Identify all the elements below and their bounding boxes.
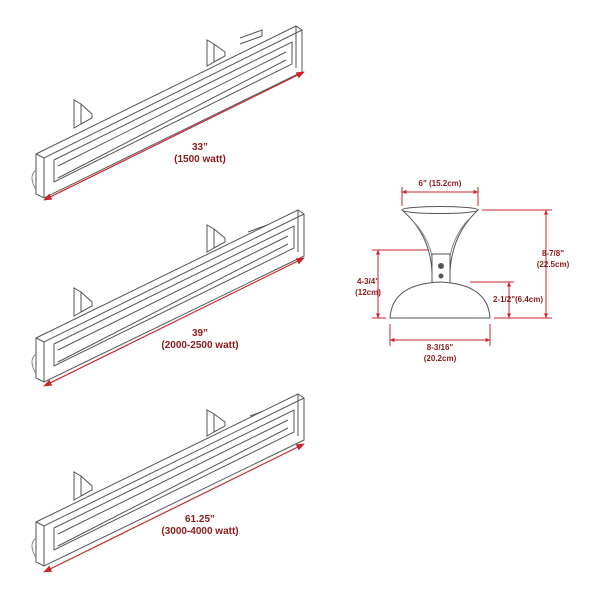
mount-total-height-metric: (22.5cm)	[536, 260, 570, 269]
heater-1-bracket-right	[206, 29, 263, 67]
mount-top-cone	[401, 206, 479, 273]
heater-1-dimension-line	[43, 71, 305, 201]
heater-2-dimension-line	[43, 257, 305, 387]
heater-3-length: 61.25”	[184, 514, 216, 525]
mount-top-width-label: 6" (15.2cm)	[418, 179, 462, 188]
mount-base-width-metric: (20.2cm)	[423, 354, 457, 363]
dim-neck-height	[372, 249, 428, 319]
heater-1-label: 33” (1500 watt)	[140, 142, 260, 166]
mount-base-height-label: 2-1/2"(6.4cm)	[488, 294, 548, 305]
mount-base-height-metric: (6.4cm)	[515, 295, 544, 304]
heater-3-label: 61.25” (3000-4000 watt)	[130, 514, 270, 538]
heater-2	[31, 209, 305, 387]
heater-1-length: 33”	[191, 142, 209, 153]
heater-1-bracket-left	[73, 99, 93, 129]
heater-3-watt: (3000-4000 watt)	[161, 526, 239, 537]
heater-2-bracket-right	[206, 223, 271, 253]
mount-base-width-label: 8-3/16" (20.2cm)	[405, 342, 475, 364]
mount-base-width: 8-3/16"	[426, 343, 454, 352]
mount-base-height: 2-1/2"	[492, 295, 515, 304]
heater-2-watt: (2000-2500 watt)	[161, 340, 239, 351]
mount-base-dome	[389, 281, 491, 319]
heater-2-body	[31, 209, 305, 383]
heater-3	[31, 393, 305, 573]
mount-total-height: 8-7/8"	[541, 249, 565, 258]
mount-neck-height-label: 4-3/4" (12cm)	[346, 276, 390, 298]
heater-1-body	[31, 25, 303, 199]
dim-base-width	[389, 324, 491, 346]
heater-1-watt: (1500 watt)	[174, 154, 226, 165]
ceiling-mount	[372, 187, 552, 346]
heater-3-body	[31, 393, 305, 567]
heater-3-dimension-line	[43, 443, 305, 573]
mount-neck-height-metric: (12cm)	[355, 288, 381, 297]
heater-2-label: 39” (2000-2500 watt)	[130, 328, 270, 352]
mount-neck	[431, 253, 451, 285]
mount-neck-height: 4-3/4"	[356, 277, 380, 286]
heater-2-length: 39”	[191, 328, 209, 339]
dim-base-height	[470, 281, 514, 319]
dim-top-width	[401, 187, 479, 206]
heater-1	[31, 25, 305, 201]
dim-total-height	[482, 209, 552, 319]
mount-total-height-label: 8-7/8" (22.5cm)	[528, 248, 578, 270]
